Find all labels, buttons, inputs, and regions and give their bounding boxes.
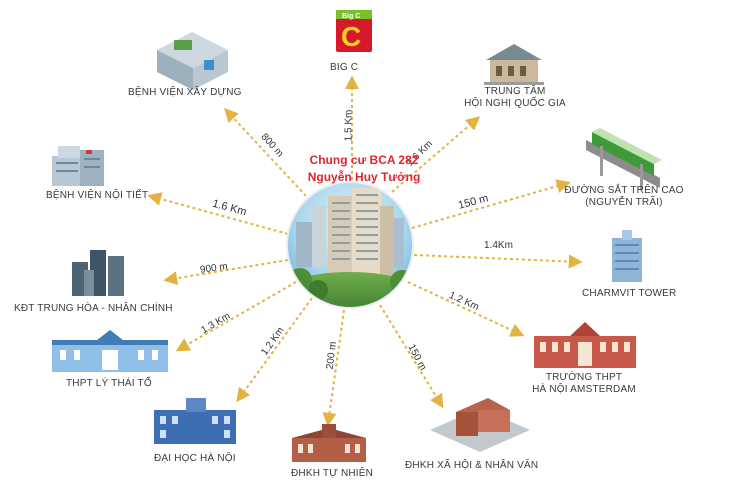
charmvit-tower-icon [612,230,642,282]
arrow-tu-nhien [322,309,345,427]
big-c-logo-text: Big C [342,13,360,20]
arrow-duong-sat [411,179,571,229]
label-ly-thai-to: THPT LÝ THÁI TỔ [66,378,152,389]
arrow-xay-dung [224,107,307,197]
urban-area-towers-icon [72,250,124,296]
project-title-line1: Chung cư BCA 282 [309,153,419,167]
project-title-line2: Nguyễn Huy Tưởng [307,170,421,184]
arrow-amsterdam [407,281,525,337]
hanoi-university-icon [154,398,236,444]
arrow-xa-hoi [379,304,444,409]
label-trung-hoa: KĐT TRUNG HÒA - NHÂN CHÍNH [14,303,173,314]
distance-charmvit: 1.4Km [484,240,513,251]
endocrine-hospital-icon [52,146,104,186]
ly-thai-to-school-icon [52,330,168,372]
amsterdam-school-icon [534,322,636,368]
svg-text:C: C [341,21,361,52]
arrow-charmvit [413,254,583,269]
central-building-image [286,181,414,309]
label-hoi-nghi-line1: TRUNG TÂM [484,86,546,97]
arrow-group [147,75,583,427]
label-hoi-nghi-line2: HỘI NGHỊ QUỐC GIA [464,98,566,109]
elevated-train-icon [586,128,662,190]
natural-sciences-building-icon [292,424,366,462]
conference-center-icon [484,44,544,85]
social-sciences-building-icon [430,398,530,452]
big-c-logo: Big C C [336,10,372,52]
label-charmvit: CHARMVIT TOWER [582,288,677,299]
label-xa-hoi: ĐHKH XÃ HỘI & NHÂN VĂN [405,460,539,471]
label-xay-dung: BỆNH VIỆN XÂY DỰNG [128,87,242,98]
label-noi-tiet: BỆNH VIỆN NỘI TIẾT [46,190,149,201]
label-amsterdam: TRƯỜNG THPT HÀ NỘI AMSTERDAM [524,372,644,396]
distance-big-c: 1.5 Km [343,109,355,142]
arrow-hoi-nghi [391,116,481,193]
arrow-ly-thai-to [175,281,297,352]
hospital-cube-icon [157,32,228,90]
label-duong-sat-line2: (NGUYỄN TRÃI) [585,197,663,208]
arrow-trung-hoa [163,259,289,286]
label-duong-sat-line1: ĐƯỜNG SẮT TRÊN CAO [564,185,684,196]
label-duong-sat: ĐƯỜNG SẮT TRÊN CAO (NGUYỄN TRÃI) [564,185,684,209]
label-hoi-nghi: TRUNG TÂM HỘI NGHỊ QUỐC GIA [460,86,570,110]
label-amsterdam-line2: HÀ NỘI AMSTERDAM [532,384,636,395]
arrow-dai-hoc-ha-noi [236,297,313,403]
label-big-c: BIG C [330,62,359,73]
label-amsterdam-line1: TRƯỜNG THPT [545,372,623,383]
project-title: Chung cư BCA 282 Nguyễn Huy Tưởng [294,152,434,186]
label-dai-hoc-ha-noi: ĐẠI HỌC HÀ NỘI [154,453,236,464]
label-tu-nhien: ĐHKH TỰ NHIÊN [291,468,374,479]
